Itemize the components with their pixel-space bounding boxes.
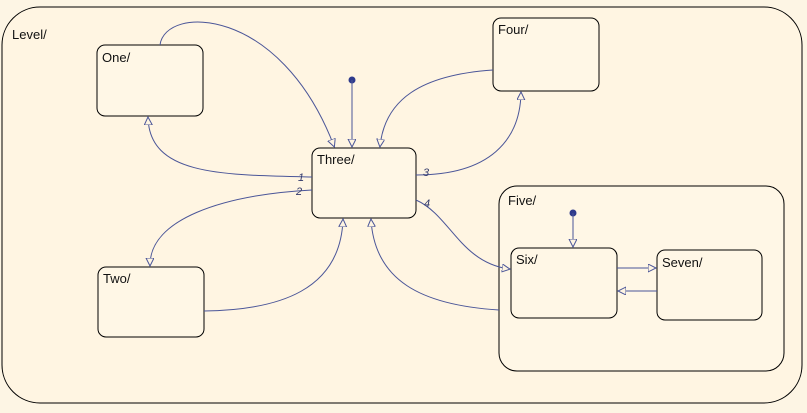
transition-one-to-three[interactable] (159, 21, 334, 146)
state-seven-label: Seven/ (662, 255, 703, 270)
state-one-label: One/ (102, 50, 131, 65)
transition-three-to-one[interactable] (148, 118, 313, 178)
transition-label-3: 3 (423, 167, 430, 179)
state-five[interactable] (498, 185, 785, 372)
transition-label-2: 2 (295, 186, 302, 198)
transition-five-to-three[interactable] (371, 220, 500, 311)
transition-label-4: 4 (424, 198, 430, 210)
state-six[interactable] (510, 247, 618, 319)
transition-two-to-three[interactable] (203, 220, 343, 312)
state-four-label: Four/ (498, 22, 529, 37)
state-level-label: Level/ (12, 27, 47, 42)
transition-four-to-three[interactable] (380, 69, 494, 146)
state-seven[interactable] (656, 249, 763, 321)
transition-three-to-two[interactable] (150, 189, 313, 265)
transition-label-1: 1 (298, 172, 304, 184)
state-six-label: Six/ (516, 252, 538, 267)
transition-three-to-six[interactable] (415, 199, 509, 269)
state-five-label: Five/ (508, 193, 537, 208)
transition-three-to-four[interactable] (415, 93, 521, 176)
state-three[interactable] (311, 147, 417, 219)
state-two-label: Two/ (103, 271, 131, 286)
state-four[interactable] (492, 17, 600, 92)
state-three-label: Three/ (317, 152, 355, 167)
